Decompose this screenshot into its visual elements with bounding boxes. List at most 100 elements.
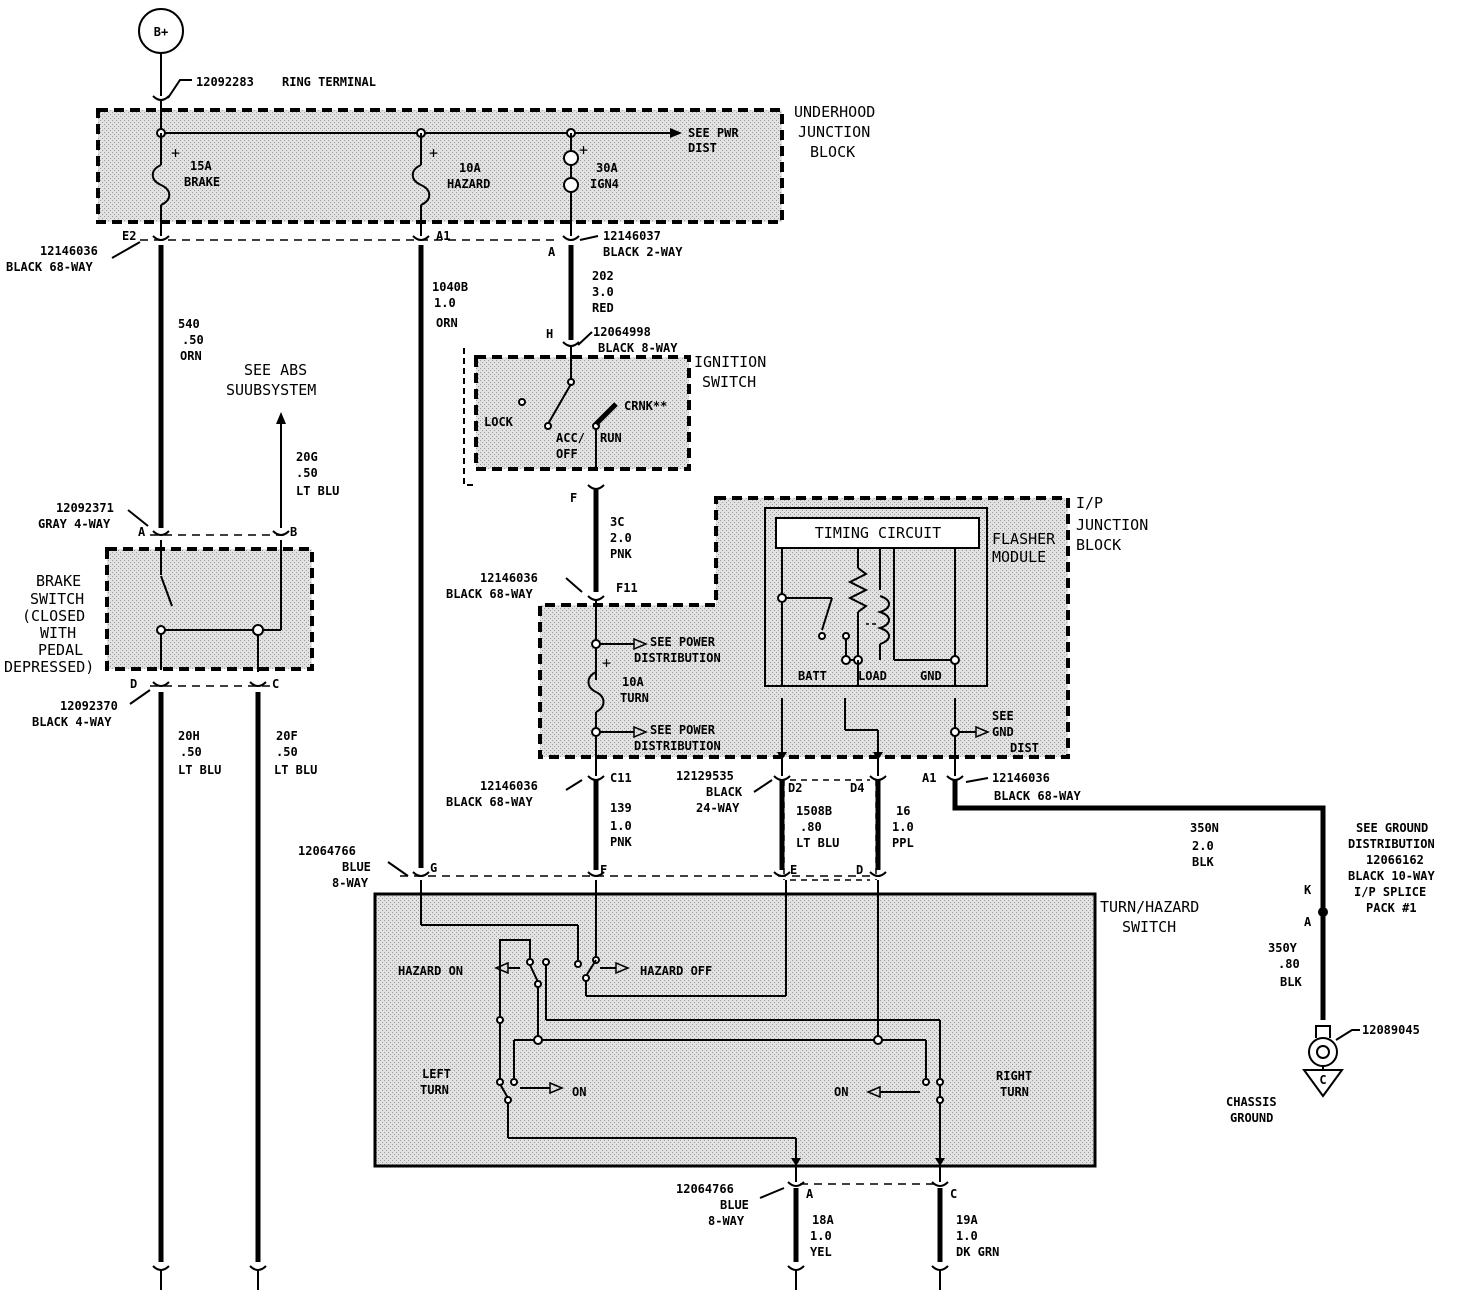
brake-top-desc: GRAY 4-WAY — [38, 517, 111, 531]
underhood-junction-block — [96, 108, 784, 224]
fuse-brake-name: BRAKE — [184, 175, 220, 189]
fuse-turn-rating: 10A — [622, 675, 644, 689]
fuse-ign-rating: 30A — [596, 161, 618, 175]
turn-top-part: 12064766 — [298, 844, 356, 858]
fuse-turn-symbol — [587, 671, 605, 713]
turn-top-pin-g: G — [430, 861, 437, 875]
left-on-label: ON — [572, 1085, 586, 1099]
svg-text:+: + — [171, 144, 180, 162]
w1040b-color: ORN — [436, 316, 458, 330]
w202-num: 202 — [592, 269, 614, 283]
w20g-num: 20G — [296, 450, 318, 464]
w19a-color: DK GRN — [956, 1245, 999, 1259]
w139-num: 139 — [610, 801, 632, 815]
turn-top-pin-e: E — [790, 863, 797, 877]
fuse-turn-name: TURN — [620, 691, 649, 705]
ign-lock: LOCK — [484, 415, 514, 429]
chassis-ground-2: GROUND — [1230, 1111, 1273, 1125]
ip-see-power-2b: DISTRIBUTION — [634, 739, 721, 753]
brake-switch-title-3: (CLOSED — [22, 607, 85, 625]
conn-c11-desc: BLACK 68-WAY — [446, 795, 533, 809]
ground-see-3: 12066162 — [1366, 853, 1424, 867]
w20h-num: 20H — [178, 729, 200, 743]
conn-h-desc: BLACK 8-WAY — [598, 341, 678, 355]
turn-bot-pin-c: C — [950, 1187, 957, 1201]
w20g-color: LT BLU — [296, 484, 339, 498]
ip-see-power-1a: SEE POWER — [650, 635, 716, 649]
ip-title-2: JUNCTION — [1076, 516, 1148, 534]
conn-c11-part: 12146036 — [480, 779, 538, 793]
conn-e2-pin: E2 — [122, 229, 136, 243]
conn-a1b-pin: A1 — [922, 771, 936, 785]
turn-top-desc1: BLUE — [342, 860, 371, 874]
ground-terminal-part: 12089045 — [1362, 1023, 1420, 1037]
conn-f11-desc: BLACK 68-WAY — [446, 587, 533, 601]
brake-bot-desc: BLACK 4-WAY — [32, 715, 112, 729]
brake-switch-title-5: PEDAL — [38, 641, 83, 659]
battery-label: B+ — [154, 25, 168, 39]
hazard-on-label: HAZARD ON — [398, 964, 463, 978]
ign-off: OFF — [556, 447, 578, 461]
ip-title-3: BLOCK — [1076, 536, 1121, 554]
ground-see-1: SEE GROUND — [1356, 821, 1428, 835]
w18a-num: 18A — [812, 1213, 834, 1227]
brake-switch-box — [105, 547, 314, 671]
underhood-title-2: JUNCTION — [798, 123, 870, 141]
brake-top-part: 12092371 — [56, 501, 114, 515]
w350n-color: BLK — [1192, 855, 1214, 869]
turn-top-desc2: 8-WAY — [332, 876, 369, 890]
w1040b-size: 1.0 — [434, 296, 456, 310]
ground-see-6: PACK #1 — [1366, 901, 1417, 915]
w202-color: RED — [592, 301, 614, 315]
see-pwr-dist-2: DIST — [688, 141, 717, 155]
fuse-ign-name: IGN4 — [590, 177, 619, 191]
chassis-ground-1: CHASSIS — [1226, 1095, 1277, 1109]
svg-text:+: + — [602, 654, 611, 672]
right-on-label: ON — [834, 1085, 848, 1099]
fuse-hazard-symbol — [411, 164, 431, 206]
w139-color: PNK — [610, 835, 632, 849]
w202-size: 3.0 — [592, 285, 614, 299]
ignition-switch-outline — [463, 348, 476, 486]
brake-bot-pin-d: D — [130, 677, 137, 691]
ip-see-power-2a: SEE POWER — [650, 723, 716, 737]
w20f-size: .50 — [276, 745, 298, 759]
see-gnd-1: SEE — [992, 709, 1014, 723]
chassis-ground-symbol — [1302, 1069, 1344, 1098]
w20h-size: .50 — [180, 745, 202, 759]
abs-title-1: SEE ABS — [244, 361, 307, 379]
turn-top-pin-d: D — [856, 863, 863, 877]
brake-switch-title-2: SWITCH — [30, 590, 84, 608]
turn-top-pin-f: F — [600, 863, 607, 877]
conn-a1b-part: 12146036 — [992, 771, 1050, 785]
w20f-num: 20F — [276, 729, 298, 743]
w139-size: 1.0 — [610, 819, 632, 833]
timing-circuit-box — [775, 517, 980, 549]
conn-f-pin: F — [570, 491, 577, 505]
w350y-color: BLK — [1280, 975, 1302, 989]
conn-a-pin: A — [548, 245, 556, 259]
left-turn-1: LEFT — [422, 1067, 451, 1081]
ignition-title-2: SWITCH — [702, 373, 756, 391]
ring-terminal-name: RING TERMINAL — [282, 75, 376, 89]
see-gnd-2: GND — [992, 725, 1014, 739]
right-turn-1: RIGHT — [996, 1069, 1032, 1083]
w1508b-size: .80 — [800, 820, 822, 834]
conn-a1b-desc: BLACK 68-WAY — [994, 789, 1081, 803]
see-pwr-dist-1: SEE PWR — [688, 126, 739, 140]
w20g-size: .50 — [296, 466, 318, 480]
w18a-size: 1.0 — [810, 1229, 832, 1243]
flasher-module-box — [764, 507, 988, 687]
turn-switch-title-2: SWITCH — [1122, 918, 1176, 936]
abs-title-2: SUUBSYSTEM — [226, 381, 316, 399]
conn-d2-part: 12129535 — [676, 769, 734, 783]
conn-a-desc: BLACK 2-WAY — [603, 245, 683, 259]
left-turn-2: TURN — [420, 1083, 449, 1097]
w3c-num: 3C — [610, 515, 624, 529]
conn-d2-pin: D2 — [788, 781, 802, 795]
conn-h-pin: H — [546, 327, 553, 341]
ground-symbol-label: C — [1319, 1073, 1326, 1087]
w16-num: 16 — [896, 804, 910, 818]
w18a-color: YEL — [810, 1245, 832, 1259]
